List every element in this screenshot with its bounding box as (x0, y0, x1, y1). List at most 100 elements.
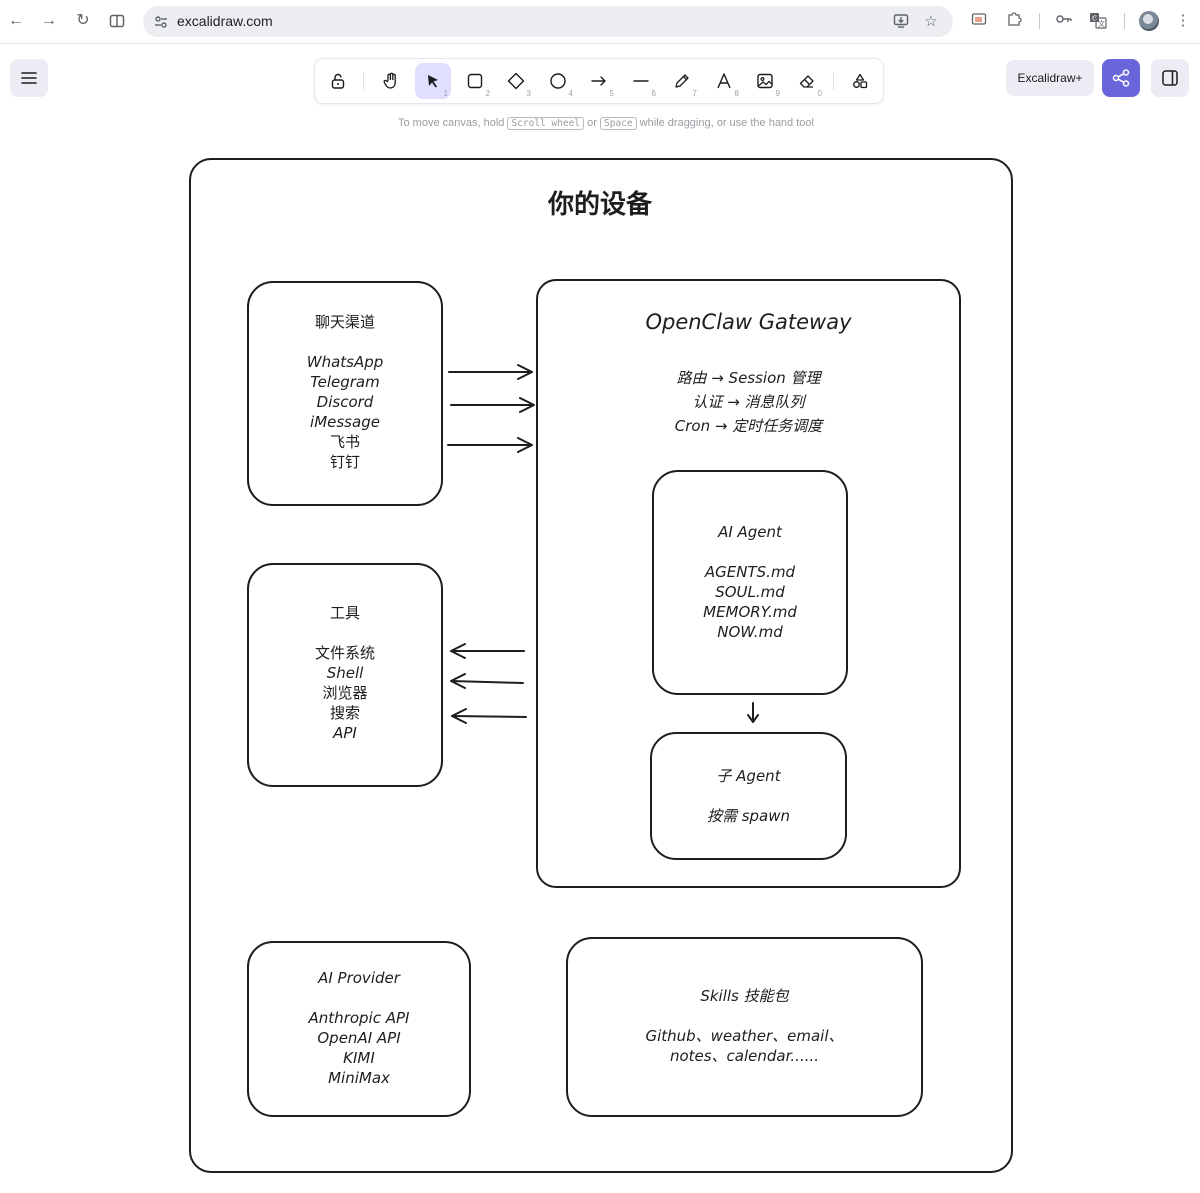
ellipse-icon (550, 73, 566, 89)
ai-agent-box[interactable] (652, 470, 848, 695)
media-icon[interactable] (969, 11, 989, 31)
shortcut-key: 8 (734, 89, 739, 98)
device-frame[interactable] (189, 158, 1013, 1173)
chat-channels-box[interactable] (247, 281, 443, 506)
chat-to-gateway-arrow (450, 397, 535, 413)
chat-to-gateway-arrow (447, 437, 533, 453)
toolbar-divider (1039, 13, 1040, 29)
forward-arrow-icon[interactable]: → (41, 12, 57, 29)
ellipse-tool-button[interactable]: 4 (540, 63, 576, 99)
skills-text[interactable]: Skills 技能包 Github、weather、email、 notes、c… (566, 986, 923, 1066)
shortcut-key: 6 (651, 89, 656, 98)
gateway-box[interactable] (536, 279, 961, 888)
agent-file: MEMORY.md (703, 603, 797, 621)
chat-item: Discord (316, 393, 374, 411)
more-shapes-button[interactable] (842, 63, 878, 99)
ai-provider-text[interactable]: AI Provider Anthropic API OpenAI API KIM… (247, 968, 471, 1088)
bookmark-star-icon[interactable]: ☆ (924, 13, 938, 30)
provider-item: OpenAI API (317, 1029, 401, 1047)
install-app-icon[interactable] (892, 13, 910, 31)
eraser-tool-button[interactable]: 0 (789, 63, 825, 99)
gateway-line: 路由 → Session 管理 (676, 369, 821, 387)
shortcut-key: 3 (526, 89, 531, 98)
skills-line: Github、weather、email、 (645, 1027, 844, 1045)
svg-text:文: 文 (1098, 19, 1105, 28)
reload-icon[interactable]: ↻ (76, 12, 90, 29)
hamburger-icon (21, 72, 37, 84)
draw-tool-button[interactable]: 7 (664, 63, 700, 99)
hint-suffix: while dragging, or use the hand tool (639, 117, 814, 129)
tools-text[interactable]: 工具 文件系统 Shell 浏览器 搜索 API (247, 603, 443, 743)
site-settings-icon[interactable] (153, 14, 169, 30)
arrow-icon (591, 76, 606, 86)
url-text: excalidraw.com (177, 13, 273, 29)
hint-key-scroll: Scroll wheel (507, 117, 585, 130)
canvas-hint: To move canvas, hold Scroll wheel or Spa… (398, 117, 814, 130)
agent-file: AGENTS.md (704, 563, 796, 581)
sub-agent-text[interactable]: 子 Agent 按需 spawn (650, 766, 847, 826)
more-options-icon[interactable]: ⋮ (1175, 12, 1191, 29)
hint-middle: or (587, 117, 597, 129)
library-sidebar-button[interactable] (1151, 59, 1189, 97)
shortcut-key: 2 (485, 89, 490, 98)
image-icon (757, 73, 773, 89)
gateway-to-tools-arrow (450, 673, 524, 689)
pointer-arrow-icon (428, 75, 438, 88)
tools-heading: 工具 (329, 604, 360, 622)
device-title[interactable]: 你的设备 (547, 190, 652, 220)
gateway-to-tools-arrow (450, 643, 525, 659)
profile-avatar[interactable] (1139, 11, 1159, 31)
sub-agent-line: 按需 spawn (706, 807, 791, 825)
unlock-icon (331, 73, 345, 89)
ai-provider-heading: AI Provider (318, 969, 400, 987)
shortcut-key: 4 (568, 89, 573, 98)
shortcut-key: 7 (692, 89, 697, 98)
tool-item: 文件系统 (314, 644, 375, 662)
share-button[interactable] (1102, 59, 1140, 97)
address-bar[interactable]: excalidraw.com ☆ (143, 6, 953, 37)
sub-agent-heading: 子 Agent (716, 767, 781, 785)
diamond-icon (507, 72, 525, 90)
lock-tool-button[interactable] (320, 63, 356, 99)
shortcut-key: 0 (817, 89, 822, 98)
agent-file: NOW.md (717, 623, 783, 641)
main-menu-button[interactable] (10, 59, 48, 97)
chat-item: 钉钉 (329, 453, 360, 471)
gateway-line: 认证 → 消息队列 (692, 393, 805, 411)
shortcut-key: 1 (443, 89, 448, 98)
gateway-heading[interactable]: OpenClaw Gateway (645, 310, 852, 334)
arrow-tool-button[interactable]: 5 (581, 63, 617, 99)
chat-item: iMessage (310, 413, 380, 431)
split-view-icon[interactable] (105, 9, 129, 33)
diamond-tool-button[interactable]: 3 (498, 63, 534, 99)
image-tool-button[interactable]: 9 (747, 63, 783, 99)
sub-agent-box[interactable] (650, 732, 847, 860)
back-arrow-icon[interactable]: ← (8, 12, 24, 29)
password-key-icon[interactable] (1054, 11, 1074, 31)
rectangle-icon (467, 73, 483, 89)
shape-toolbar: 1 2 3 4 5 6 7 8 9 0 (315, 59, 883, 103)
selection-tool-button[interactable]: 1 (415, 63, 451, 99)
hand-tool-button[interactable] (373, 63, 409, 99)
chat-item: 飞书 (329, 433, 360, 451)
ai-provider-box[interactable] (247, 941, 471, 1117)
gateway-text[interactable]: 路由 → Session 管理 认证 → 消息队列 Cron → 定时任务调度 (536, 366, 961, 438)
sidebar-panel-icon (1162, 70, 1178, 86)
rectangle-tool-button[interactable]: 2 (457, 63, 493, 99)
drawing-canvas[interactable]: 你的设备 聊天渠道 WhatsApp Telegram Discord iMes… (0, 44, 1200, 1193)
shapes-icon (853, 73, 868, 89)
extensions-icon[interactable] (1004, 11, 1024, 31)
text-tool-button[interactable]: 8 (706, 63, 742, 99)
tools-box[interactable] (247, 563, 443, 787)
chat-channels-text[interactable]: 聊天渠道 WhatsApp Telegram Discord iMessage … (247, 312, 443, 472)
ai-agent-text[interactable]: AI Agent AGENTS.md SOUL.md MEMORY.md NOW… (652, 522, 848, 642)
line-icon (633, 80, 649, 82)
line-tool-button[interactable]: 6 (623, 63, 659, 99)
toolbar-divider (833, 72, 834, 90)
tool-item: 浏览器 (322, 684, 368, 702)
excalidraw-plus-button[interactable]: Excalidraw+ (1006, 60, 1094, 96)
skills-box[interactable] (566, 937, 923, 1117)
shortcut-key: 5 (609, 89, 614, 98)
